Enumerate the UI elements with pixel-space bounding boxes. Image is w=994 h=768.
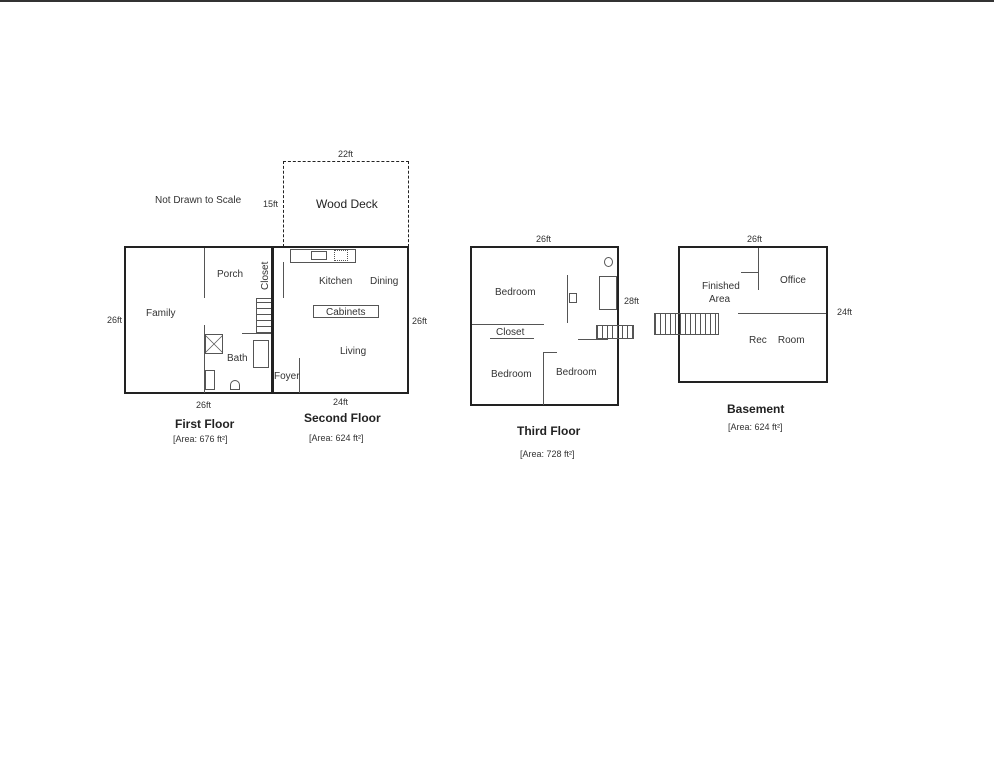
bedroom-divider-top [543, 352, 557, 353]
label-cabinets: Cabinets [326, 307, 366, 318]
room-bath: Bath [227, 353, 248, 364]
third-floor-area: [Area: 728 ft²] [520, 449, 575, 459]
porch-wall [204, 248, 205, 298]
room-foyer: Foyer [274, 371, 300, 382]
wood-deck-outline [283, 161, 409, 247]
bedroom-divider [543, 352, 544, 405]
cabinets-box [313, 305, 379, 318]
shower-icon [205, 334, 223, 354]
bath-wall [567, 275, 568, 323]
room-dining: Dining [370, 276, 399, 287]
washer-icon [205, 370, 215, 390]
toilet-icon [604, 257, 613, 267]
first-floor-title: First Floor [175, 417, 235, 431]
first-floor-stairs [256, 298, 272, 334]
sink-icon [311, 251, 327, 260]
room-bedroom-3: Bedroom [556, 367, 597, 378]
third-floor-depth-dim: 28ft [624, 296, 640, 306]
room-porch: Porch [217, 269, 244, 280]
stove-icon [334, 250, 348, 261]
first-floor-width-dim: 26ft [196, 400, 212, 410]
basement-depth-dim: 24ft [837, 307, 853, 317]
closet-wall-bottom [490, 338, 534, 339]
room-kitchen: Kitchen [319, 276, 353, 287]
sink-icon [253, 340, 269, 368]
hall-wall [578, 339, 608, 340]
second-floor-area: [Area: 624 ft²] [309, 433, 364, 443]
basement-area: [Area: 624 ft²] [728, 422, 783, 432]
third-floor-width-dim: 26ft [536, 234, 552, 244]
second-floor-width-dim: 24ft [333, 397, 349, 407]
basement-title: Basement [727, 402, 785, 416]
bathtub-icon [599, 276, 617, 310]
not-to-scale-note: Not Drawn to Scale [155, 195, 242, 206]
third-floor-title: Third Floor [517, 424, 581, 438]
basement-width-dim: 26ft [747, 234, 763, 244]
scan-edge [0, 0, 994, 2]
room-bedroom-2: Bedroom [491, 369, 532, 380]
room-closet: Closet [260, 261, 271, 290]
second-floor-depth-dim: 26ft [412, 316, 428, 326]
first-floor-depth-dim: 26ft [107, 315, 123, 325]
sink-icon [569, 293, 577, 303]
foyer-wall [299, 358, 300, 393]
basement-stairs [654, 313, 719, 335]
room-bedroom-1: Bedroom [495, 287, 536, 298]
deck-width-dim: 22ft [338, 149, 354, 159]
second-floor-title: Second Floor [304, 411, 381, 425]
deck-depth-dim: 15ft [263, 199, 279, 209]
room-closet: Closet [496, 327, 525, 338]
third-floor-stairs [596, 325, 634, 339]
kitchen-wall [283, 262, 284, 298]
toilet-icon [230, 380, 240, 390]
deck-label: Wood Deck [316, 197, 378, 211]
room-finished-area-line2: Area [709, 294, 731, 305]
office-wall [758, 248, 759, 290]
closet-wall-top [472, 324, 544, 325]
rec-room-wall [738, 313, 826, 314]
room-finished-area-line1: Finished [702, 281, 740, 292]
room-living: Living [340, 346, 367, 357]
room-family: Family [146, 308, 176, 319]
first-floor-outline [124, 246, 274, 394]
bath-wall [204, 325, 205, 393]
office-wall-stub [741, 272, 759, 273]
room-office: Office [780, 275, 806, 286]
second-floor-outline [271, 246, 409, 394]
first-floor-area: [Area: 676 ft²] [173, 434, 228, 444]
room-rec-room: Rec Room [749, 335, 805, 346]
